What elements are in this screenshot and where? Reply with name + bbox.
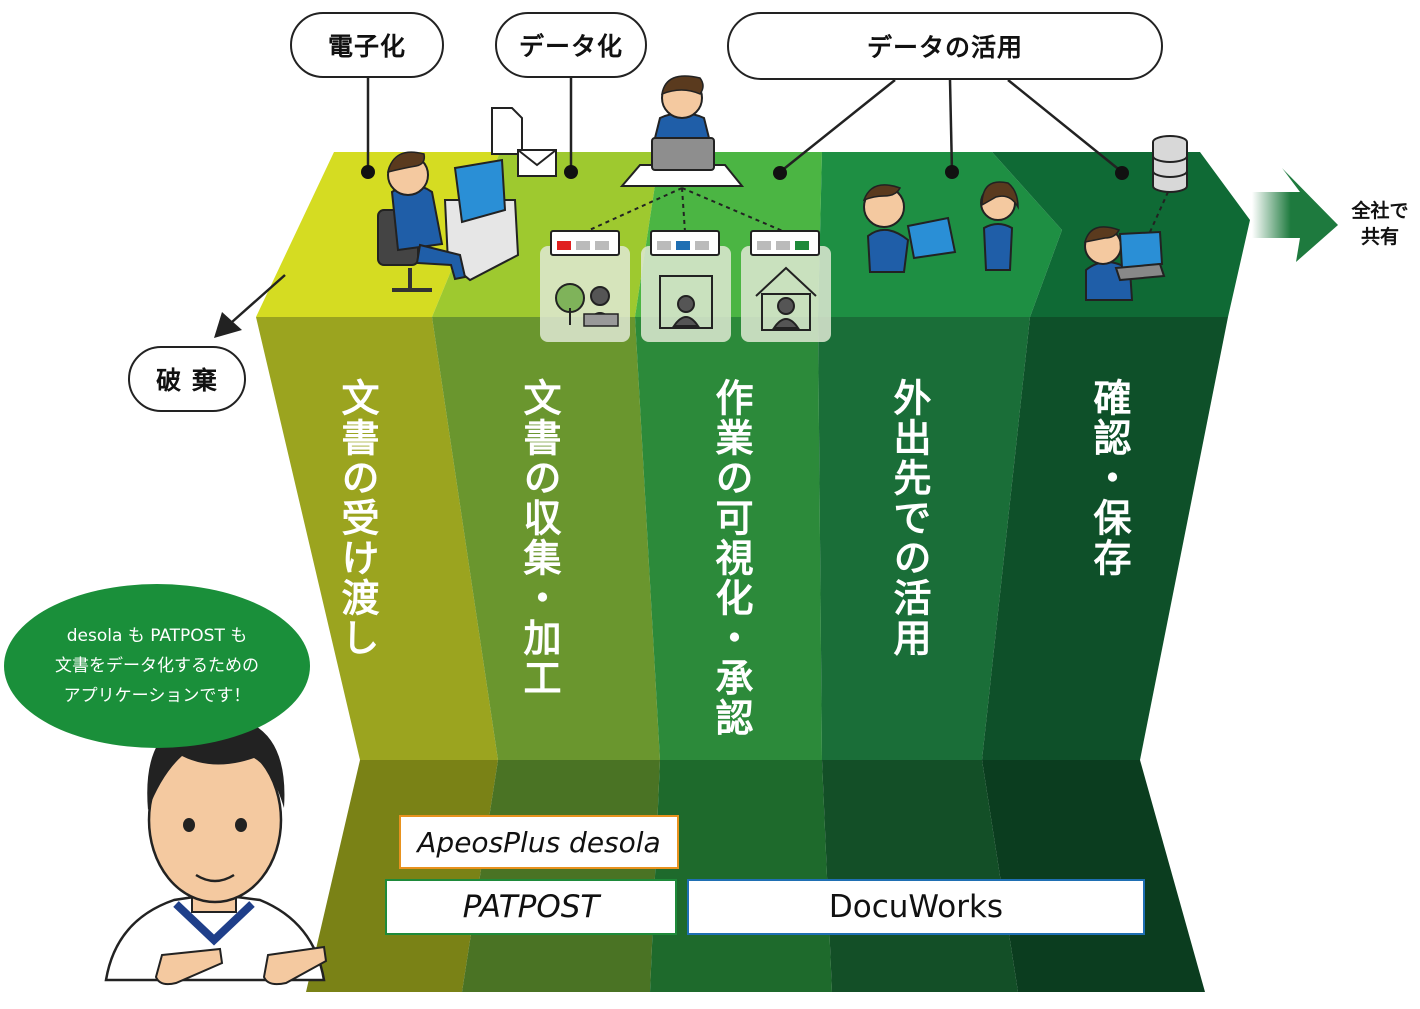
tree-person-icon [555,283,619,327]
envelope-icon [517,149,557,177]
app-panel-1 [540,230,630,342]
stage-label-1: 文書の受け渡し [335,378,379,658]
floor-strip-3 [650,760,832,992]
stage-label-2: 文書の収集・加工 [517,378,561,698]
document-icon [491,107,523,155]
mid-strip-4 [818,317,1030,760]
person-with-tablet-icon [862,184,957,273]
product-docuworks: DocuWorks [687,879,1145,935]
presenter-with-laptop-icon [619,75,745,187]
app-panel-3 [741,230,831,342]
thinking-person-icon [980,181,1019,271]
app-panel-2 [641,230,731,342]
floor-strip-5 [982,760,1205,992]
mid-strip-1 [256,317,498,760]
clerk-at-desk-icon [377,151,520,292]
app-connectors [584,187,1169,233]
mid-strip-3 [635,317,822,760]
datafy-label: データ化 [495,12,647,78]
person-with-laptop-icon [1083,226,1166,301]
share-label: 全社で 共有 [1340,198,1420,250]
speech-bubble: desola も PATPOST も 文書をデータ化するための アプリケーション… [4,584,310,748]
house-person-icon [755,266,817,331]
database-icon [1152,135,1188,193]
bubble-line-2: 文書をデータ化するための [55,656,259,676]
connector-lines [366,78,1123,173]
bubble-line-3: アプリケーションです！ [63,686,251,706]
product-patpost: PATPOST [385,879,677,935]
share-line-1: 全社で [1351,200,1409,222]
bubble-line-1: desola も PATPOST も [66,626,248,646]
mid-strip-5 [982,317,1228,760]
building-person-icon [659,275,713,329]
stage-label-5: 確認・保存 [1087,378,1131,578]
share-line-2: 共有 [1360,226,1399,248]
mid-strip-2 [432,317,660,760]
discard-label: 破 棄 [128,346,246,412]
presenter-mascot-icon [104,715,328,986]
connector-dots [361,165,1129,180]
stage-label-3: 作業の可視化・承認 [709,378,753,738]
discard-arrow-icon [214,274,286,338]
stage-label-4: 外出先での活用 [887,378,931,658]
product-desola: ApeosPlus desola [399,815,679,869]
digitize-label: 電子化 [290,12,444,78]
data-utilization-label: データの活用 [727,12,1163,80]
share-arrow-icon [1252,168,1338,262]
